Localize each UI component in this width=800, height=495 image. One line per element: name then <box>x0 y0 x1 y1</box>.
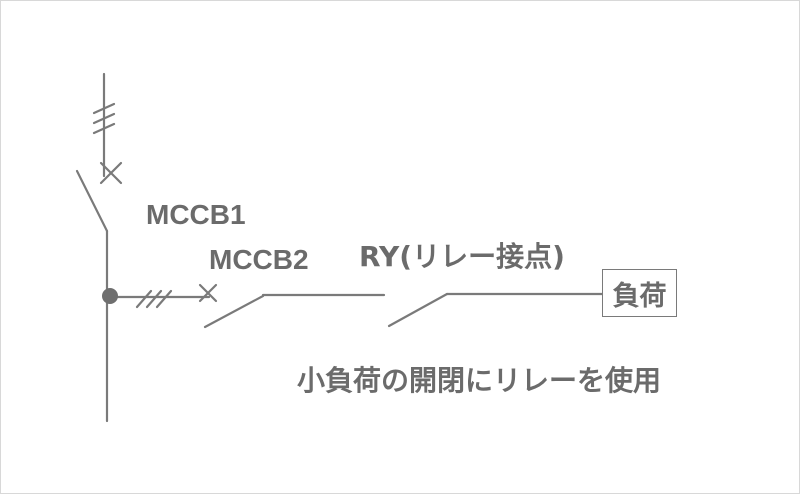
relay-contact-blade <box>387 292 449 328</box>
load-label: 負荷 <box>612 280 667 312</box>
branch-three-phase-marks <box>135 289 173 309</box>
mccb1-trip-mark <box>99 161 123 185</box>
relay-contact-label: RY(リレー接点) <box>359 240 565 273</box>
mccb2-trip-mark <box>198 283 218 303</box>
load-box: 負荷 <box>602 269 677 317</box>
diagram-caption: 小負荷の開閉にリレーを使用 <box>297 364 662 397</box>
mccb2-blade <box>203 294 265 329</box>
mccb1-label: MCCB1 <box>146 199 246 230</box>
mccb2-label: MCCB2 <box>209 244 309 275</box>
mccb1-blade <box>75 169 109 233</box>
junction-dot <box>102 288 118 304</box>
three-phase-marks <box>92 102 116 135</box>
